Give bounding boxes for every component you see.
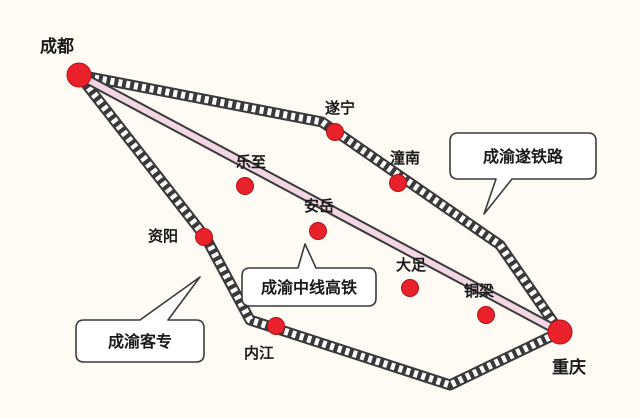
station-tongnan[interactable]: [389, 174, 407, 192]
callout-chengyu-kezhuan: 成渝客专: [75, 276, 205, 363]
station-dazu[interactable]: [401, 279, 419, 297]
label-neijiang: 内江: [244, 344, 274, 362]
station-tongliang[interactable]: [477, 306, 495, 324]
station-anyue[interactable]: [309, 222, 327, 240]
callout-chengyu-kezhuan-label: 成渝客专: [108, 332, 172, 351]
line-chengyusui-ties: [78, 71, 563, 334]
callout-chengyu-zhongxian: 成渝中线高铁: [241, 243, 377, 307]
station-suining[interactable]: [326, 123, 344, 141]
line-chengyu-kezhuan: [73, 69, 566, 391]
callout-chengyu-zhongxian-shape: [241, 243, 377, 307]
label-chongqing: 重庆: [552, 357, 586, 378]
callout-chengyu-kezhuan-shape: [75, 276, 205, 363]
station-ziyang[interactable]: [195, 228, 213, 246]
callout-chengyusui-shape: [449, 132, 597, 215]
station-chengdu[interactable]: [66, 62, 92, 88]
line-chengyusui: [73, 69, 566, 338]
label-ziyang: 资阳: [148, 227, 178, 245]
line-chengyu-zhongxian: [74, 70, 565, 337]
callout-chengyusui-label: 成渝遂铁路: [483, 147, 564, 166]
station-lezhi[interactable]: [236, 177, 254, 195]
label-anyue: 安岳: [304, 197, 334, 215]
station-neijiang[interactable]: [267, 317, 285, 335]
label-suining: 遂宁: [325, 99, 355, 117]
station-chongqing[interactable]: [547, 319, 573, 345]
label-lezhi: 乐至: [236, 153, 266, 171]
label-tongnan: 潼南: [390, 149, 420, 167]
label-chengdu: 成都: [40, 36, 74, 57]
callout-chengyu-zhongxian-label: 成渝中线高铁: [261, 278, 357, 297]
label-tongliang: 铜梁: [464, 282, 495, 300]
line-chengyu-zhongxian-inner: [76, 72, 563, 335]
label-dazu: 大足: [396, 256, 427, 274]
callout-chengyusui: 成渝遂铁路: [449, 132, 597, 215]
line-chengyu-kezhuan-ties: [76, 72, 562, 389]
